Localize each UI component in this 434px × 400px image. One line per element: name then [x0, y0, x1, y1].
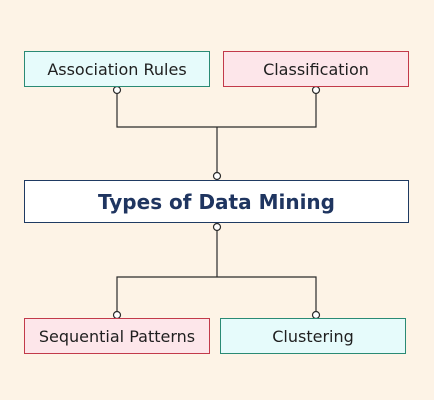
connector-dot	[112, 85, 122, 95]
node-label: Classification	[263, 59, 369, 79]
node-label: Types of Data Mining	[98, 189, 335, 214]
connector-dot	[212, 171, 222, 181]
connector-association-rules	[116, 90, 217, 128]
node-sequential-patterns: Sequential Patterns	[24, 318, 210, 354]
node-association-rules: Association Rules	[24, 51, 210, 87]
node-label: Sequential Patterns	[38, 326, 196, 346]
node-classification: Classification	[223, 51, 409, 87]
connector-dot	[311, 85, 321, 95]
connector-classification	[217, 90, 317, 128]
node-label: Clustering	[272, 326, 354, 346]
connector-dot	[212, 222, 222, 232]
node-label: Association Rules	[47, 59, 187, 79]
connector-clustering	[217, 276, 317, 315]
node-clustering: Clustering	[220, 318, 406, 354]
node-types-of-data-mining: Types of Data Mining	[24, 180, 409, 223]
connector-sequential-patterns	[116, 276, 217, 315]
